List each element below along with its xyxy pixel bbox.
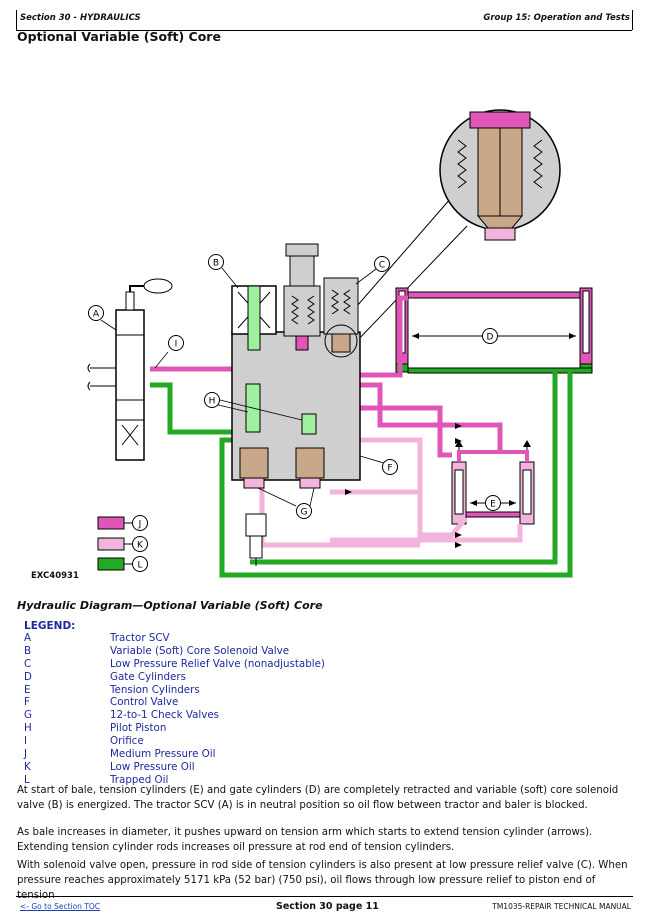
legend-item: B Variable (Soft) Core Solenoid Valve	[24, 645, 424, 658]
legend-label: 12-to-1 Check Valves	[110, 709, 220, 722]
legend-label: Pilot Piston	[110, 722, 167, 735]
solenoid-valve	[231, 285, 277, 351]
legend-label: Tractor SCV	[110, 632, 170, 644]
legend-key: J	[24, 748, 28, 761]
callout-g	[296, 503, 312, 519]
paragraph: At start of bale, tension cylinders (E) …	[17, 785, 619, 811]
accumulator	[245, 513, 267, 566]
legend-item: L Trapped Oil	[24, 774, 424, 787]
page-number: Section 30 page 11	[276, 901, 379, 912]
page-footer: <- Go to Section TOC Section 30 page 11 …	[16, 896, 633, 917]
figure-caption: Hydraulic Diagram—Optional Variable (Sof…	[17, 599, 323, 612]
page-header: Section 30 - HYDRAULICS Group 15: Operat…	[16, 10, 632, 31]
legend-key: I	[24, 735, 28, 748]
callout-g-label: G	[301, 508, 308, 518]
callout-b-label: B	[213, 259, 219, 269]
legend-label: Low Pressure Oil	[110, 760, 195, 773]
section-label: Section 30 - HYDRAULICS	[20, 13, 141, 23]
manual-title: TM1035-REPAIR TECHNICAL MANUAL	[492, 902, 631, 911]
paragraph: As bale increases in diameter, it pushes…	[17, 827, 593, 853]
figure-id: EXC40931	[31, 571, 79, 581]
callout-h-label: H	[209, 397, 216, 407]
legend-heading: LEGEND:	[24, 620, 76, 632]
callout-circles: A B C D E F G H I J K L	[88, 254, 501, 572]
callout-c	[374, 256, 390, 272]
legend-item: G 12-to-1 Check Valves	[24, 709, 424, 722]
legend-item: D Gate Cylinders	[24, 671, 424, 684]
legend-item: E Tension Cylinders	[24, 684, 424, 697]
legend-key: K	[24, 760, 31, 773]
callout-f	[382, 459, 398, 475]
callout-l	[132, 556, 148, 572]
callout-j-label: J	[138, 520, 142, 530]
callout-i	[168, 335, 184, 351]
callout-e-label: E	[490, 500, 496, 510]
legend-item: F Control Valve	[24, 696, 424, 709]
legend-label: Trapped Oil	[110, 773, 169, 786]
legend-item: I Orifice	[24, 735, 424, 748]
callout-e	[485, 495, 501, 511]
tractor-scv	[87, 278, 173, 461]
header-right-rule	[632, 10, 633, 30]
legend-label: Gate Cylinders	[110, 670, 186, 683]
callout-f-label: F	[387, 464, 392, 474]
legend-label: Control Valve	[110, 696, 179, 709]
legend-key: L	[24, 773, 30, 786]
callout-i-label: I	[175, 340, 178, 350]
callout-k-label: K	[137, 541, 144, 551]
legend-key: E	[24, 683, 31, 696]
legend-key: D	[24, 670, 32, 683]
legend-label: Medium Pressure Oil	[110, 748, 216, 761]
legend-item: H Pilot Piston	[24, 722, 424, 735]
legend-label: Orifice	[110, 735, 144, 748]
callout-k	[132, 536, 148, 552]
legend-key: F	[24, 696, 30, 709]
legend-key: B	[24, 644, 32, 657]
legend-label: Low Pressure Relief Valve (nonadjustable…	[110, 657, 325, 670]
legend-label: Variable (Soft) Core Solenoid Valve	[110, 644, 290, 657]
low-pressure-relief-valve	[323, 277, 359, 358]
legend-key: H	[24, 722, 32, 735]
legend-key: G	[24, 709, 32, 722]
legend-key: C	[24, 657, 32, 670]
legend-item: J Medium Pressure Oil	[24, 748, 424, 761]
callout-d	[482, 328, 498, 344]
callout-leaders	[100, 267, 385, 507]
callout-c-label: C	[379, 261, 385, 271]
relief-valve-detail	[329, 109, 561, 344]
legend-item: A Tractor SCV	[24, 632, 424, 645]
callout-l-label: L	[137, 561, 142, 571]
legend-swatches	[97, 516, 132, 571]
tension-cylinders	[451, 440, 535, 525]
callout-h	[204, 392, 220, 408]
section-toc-link[interactable]: <- Go to Section TOC	[20, 902, 101, 911]
middle-valve	[283, 243, 321, 351]
callout-j	[132, 515, 148, 531]
legend-label: Tension Cylinders	[110, 683, 200, 696]
legend-item: C Low Pressure Relief Valve (nonadjustabl…	[24, 658, 424, 671]
hydraulic-diagram: A B C D E F G H I J K L	[87, 109, 593, 578]
legend-list: A Tractor SCV B Variable (Soft) Core Solen…	[24, 632, 424, 787]
callout-b	[208, 254, 224, 270]
header-left-rule	[16, 10, 17, 30]
control-valve-body	[231, 331, 361, 489]
paragraph: With solenoid valve open, pressure in ro…	[17, 860, 628, 901]
group-label: Group 15: Operation and Tests	[483, 13, 630, 23]
callout-a-label: A	[93, 310, 100, 320]
legend-key: A	[24, 632, 32, 644]
callout-a	[88, 305, 104, 321]
page-title: Optional Variable (Soft) Core	[17, 29, 221, 44]
legend-item: K Low Pressure Oil	[24, 761, 424, 774]
callout-d-label: D	[487, 333, 494, 343]
